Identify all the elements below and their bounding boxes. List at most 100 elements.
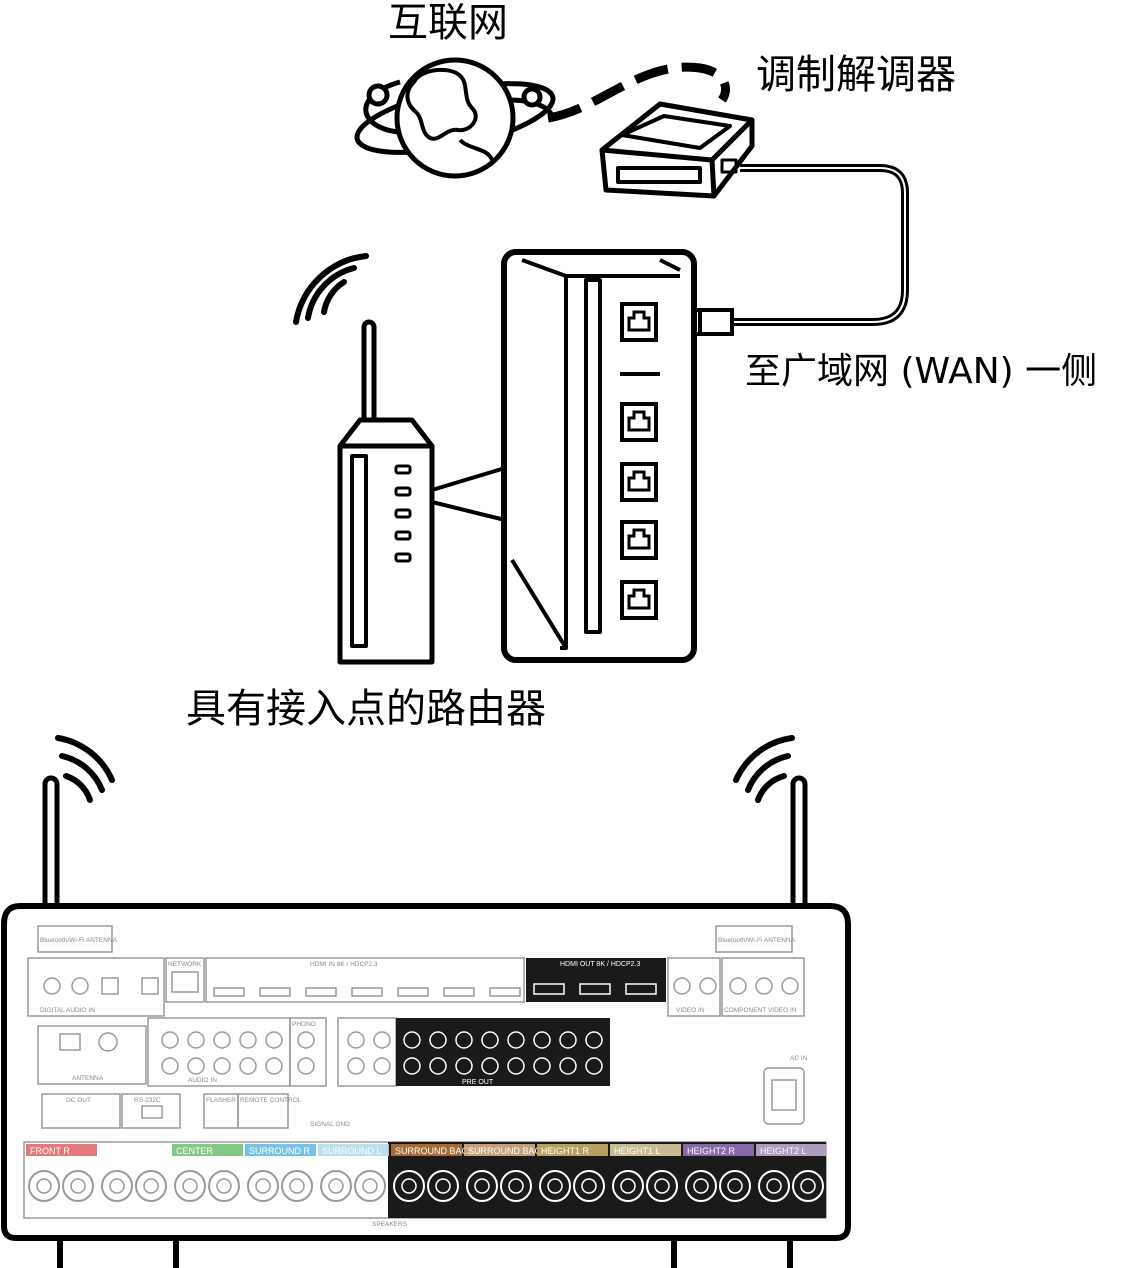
speaker-terminal [573, 1170, 605, 1202]
video-in-label: VIDEO IN [676, 1007, 705, 1014]
speaker-group-label: FRONT L [103, 1146, 141, 1156]
wifi-signal-icon [55, 735, 795, 803]
speaker-terminal [539, 1170, 571, 1202]
speaker-terminal [135, 1170, 167, 1202]
modem-icon [599, 101, 755, 199]
speaker-terminal-inner [474, 1178, 490, 1194]
speaker-terminal [28, 1170, 60, 1202]
speaker-group-label: SURROUND BACK R [395, 1146, 484, 1156]
hdmi-out-label: HDMI OUT 8K / HDCP2.3 [560, 961, 640, 968]
speaker-group-label-bg [245, 1144, 316, 1156]
speaker-terminal-inner [654, 1178, 670, 1194]
pre-out-label: PRE OUT [462, 1079, 494, 1086]
speaker-terminal-inner [620, 1178, 636, 1194]
internet-label: 互联网 [388, 0, 508, 46]
speaker-group-label-bg [683, 1144, 754, 1156]
wan-cable [730, 164, 909, 326]
speaker-group-label: HEIGHT2 R [687, 1146, 736, 1156]
speaker-group-label: HEIGHT1 R [541, 1146, 590, 1156]
speaker-group-label: SURROUND L [322, 1146, 382, 1156]
speaker-terminal [719, 1170, 751, 1202]
speaker-terminal-inner [328, 1178, 344, 1194]
antenna-label: ANTENNA [72, 1075, 104, 1082]
speaker-terminal [101, 1170, 133, 1202]
speaker-terminal [320, 1170, 352, 1202]
router-back-panel [501, 249, 697, 663]
speaker-terminal [247, 1170, 279, 1202]
router-label: 具有接入点的路由器 [186, 686, 546, 732]
lan-port-3 [620, 520, 658, 560]
ac-in-label: AC IN [790, 1055, 808, 1062]
speaker-terminal-inner [362, 1178, 378, 1194]
speaker-terminal [393, 1170, 425, 1202]
speaker-terminal [174, 1170, 206, 1202]
wan-cable-highlight [730, 167, 906, 323]
speaker-terminal-inner [36, 1178, 52, 1194]
remote-control-label: REMOTE CONTROL [240, 1097, 302, 1104]
speaker-terminal [758, 1170, 790, 1202]
ethernet-port-icon [620, 302, 658, 620]
speaker-terminal [208, 1170, 240, 1202]
antenna-left-label: Bluetooth/Wi-Fi ANTENNA [40, 937, 118, 944]
speaker-terminal [612, 1170, 644, 1202]
speaker-group-label-bg [610, 1144, 681, 1156]
digital-audio-in-label: DIGITAL AUDIO IN [40, 1007, 95, 1014]
speaker-terminal [62, 1170, 94, 1202]
speaker-terminal [792, 1170, 824, 1202]
hdmi-out-block [526, 958, 666, 1002]
speaker-group-label-bg [756, 1144, 827, 1156]
phono-label: PHONO [292, 1021, 316, 1028]
network-label: NETWORK [168, 961, 202, 968]
speaker-group-label: HEIGHT1 L [614, 1146, 661, 1156]
speaker-terminal-inner [508, 1178, 524, 1194]
speaker-terminal-inner [547, 1178, 563, 1194]
speaker-terminal-inner [693, 1178, 709, 1194]
pre-out-block [396, 1018, 610, 1086]
speaker-terminal-inner [216, 1178, 232, 1194]
speaker-terminal-inner [435, 1178, 451, 1194]
wan-port [620, 302, 658, 342]
speaker-terminal-inner [766, 1178, 782, 1194]
speaker-group-label: CENTER [176, 1146, 214, 1156]
speaker-terminals: FRONT R FRONT L CENTER SURROUND R SURROUND L… [26, 1144, 827, 1202]
wifi-signal-icon [293, 253, 369, 325]
component-video-in-label: COMPONENT VIDEO IN [724, 1007, 797, 1014]
speaker-group-label: FRONT R [30, 1146, 70, 1156]
internet-link [547, 62, 730, 123]
speaker-terminal [354, 1170, 386, 1202]
speakers-label: SPEAKERS [372, 1221, 408, 1228]
speaker-terminal [466, 1170, 498, 1202]
speaker-group-label-bg [318, 1144, 389, 1156]
speaker-group-label: SURROUND R [249, 1146, 311, 1156]
speaker-group-label-bg [537, 1144, 608, 1156]
speaker-terminal [646, 1170, 678, 1202]
speaker-terminal-inner [109, 1178, 125, 1194]
speaker-terminal-inner [255, 1178, 271, 1194]
speaker-group-label: HEIGHT2 L [760, 1146, 807, 1156]
speaker-terminal-inner [289, 1178, 305, 1194]
dc-out-label: DC OUT [66, 1097, 91, 1104]
speaker-terminal-inner [581, 1178, 597, 1194]
speaker-terminal [685, 1170, 717, 1202]
speaker-terminal-inner [182, 1178, 198, 1194]
wan-side-label: 至广域网 (WAN) 一侧 [745, 351, 1097, 392]
speaker-terminal [281, 1170, 313, 1202]
speaker-group-label-bg [172, 1144, 243, 1156]
speaker-terminal-inner [143, 1178, 159, 1194]
router-icon [337, 319, 435, 665]
lan-port-1 [620, 402, 658, 442]
rs232c-label: RS-232C [134, 1097, 161, 1104]
flasher-label: FLASHER [206, 1097, 236, 1104]
speaker-group-label-bg [26, 1144, 97, 1156]
lan-port-2 [620, 462, 658, 502]
antenna-right-label: Bluetooth/Wi-Fi ANTENNA [718, 937, 796, 944]
modem-label: 调制解调器 [756, 52, 956, 98]
speaker-terminal-inner [800, 1178, 816, 1194]
speaker-terminal [427, 1170, 459, 1202]
speaker-terminal [500, 1170, 532, 1202]
signal-gnd-label: SIGNAL GND [310, 1121, 350, 1128]
speaker-terminal-inner [70, 1178, 86, 1194]
speaker-group-label-bg [391, 1144, 462, 1156]
speaker-group-label-bg [464, 1144, 535, 1156]
